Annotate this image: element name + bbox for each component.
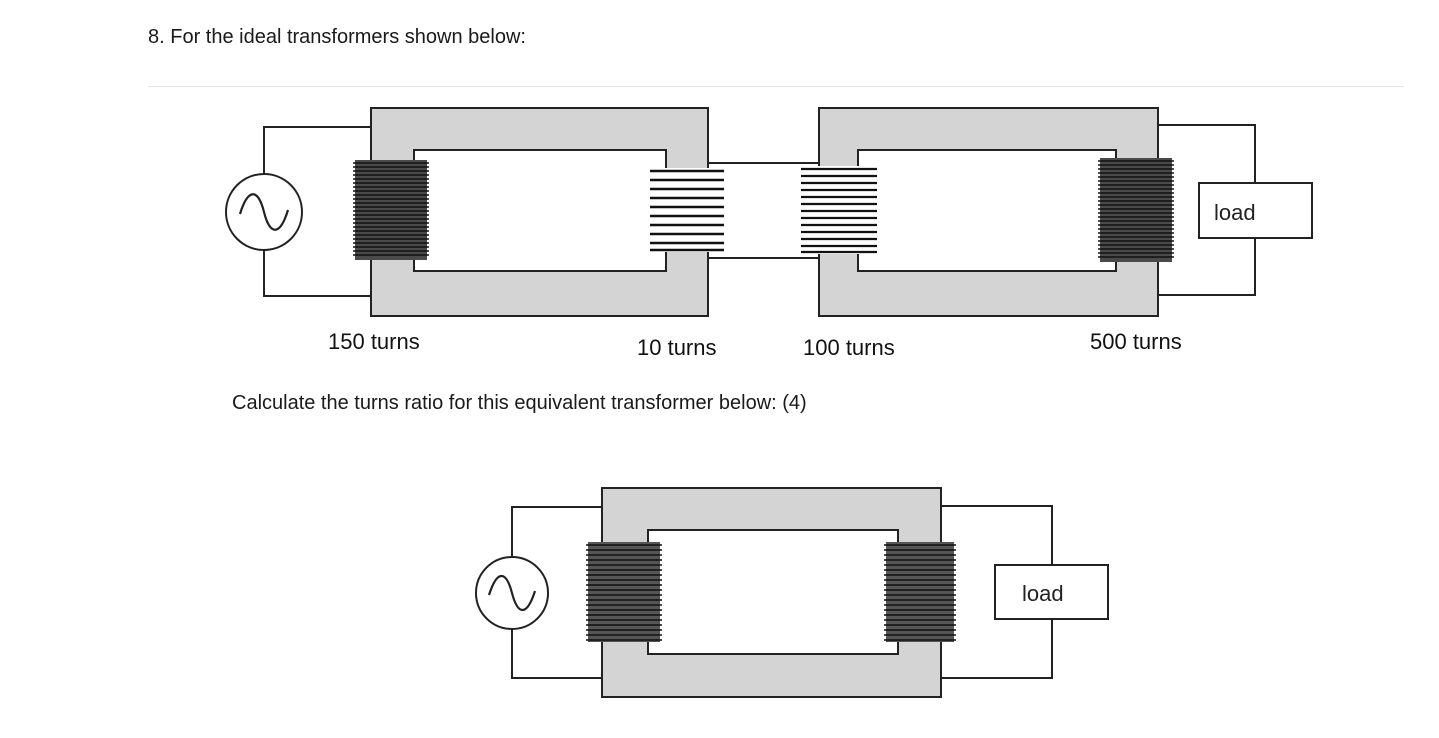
load-box — [1198, 182, 1313, 239]
load-wire-bottom — [1158, 238, 1256, 296]
t1-secondary-turns: 10 turns — [637, 335, 717, 360]
t2-primary-turns: 100 turns — [803, 335, 895, 360]
equiv-load-wire-bottom — [941, 619, 1053, 679]
equiv-load-box — [994, 564, 1109, 620]
t1-secondary-winding — [650, 168, 724, 252]
t1-primary-turns: 150 turns — [328, 329, 420, 354]
t2-secondary-winding — [1098, 158, 1174, 262]
equiv-primary-winding — [586, 542, 662, 642]
equiv-secondary-winding — [884, 542, 956, 642]
equiv-ac-source-icon — [475, 556, 549, 630]
t2-secondary-turns: 500 turns — [1090, 329, 1182, 354]
t2-primary-winding — [801, 166, 877, 254]
load-label: load — [1214, 200, 1256, 225]
ac-source-icon — [225, 173, 303, 251]
question-instruction: Calculate the turns ratio for this equiv… — [232, 392, 807, 414]
transformer-2-core — [818, 107, 1159, 317]
bottom-diagram: load — [475, 487, 1109, 698]
equiv-load-label: load — [1022, 581, 1064, 606]
load-wire-top — [1158, 124, 1256, 183]
top-diagram: load 150 turns 10 turns 100 turns 500 tu… — [225, 107, 1313, 360]
t1-primary-winding — [353, 160, 429, 260]
equiv-load-wire-top — [941, 505, 1053, 565]
question-title: 8. For the ideal transformers shown belo… — [148, 26, 526, 48]
divider — [148, 86, 1404, 87]
